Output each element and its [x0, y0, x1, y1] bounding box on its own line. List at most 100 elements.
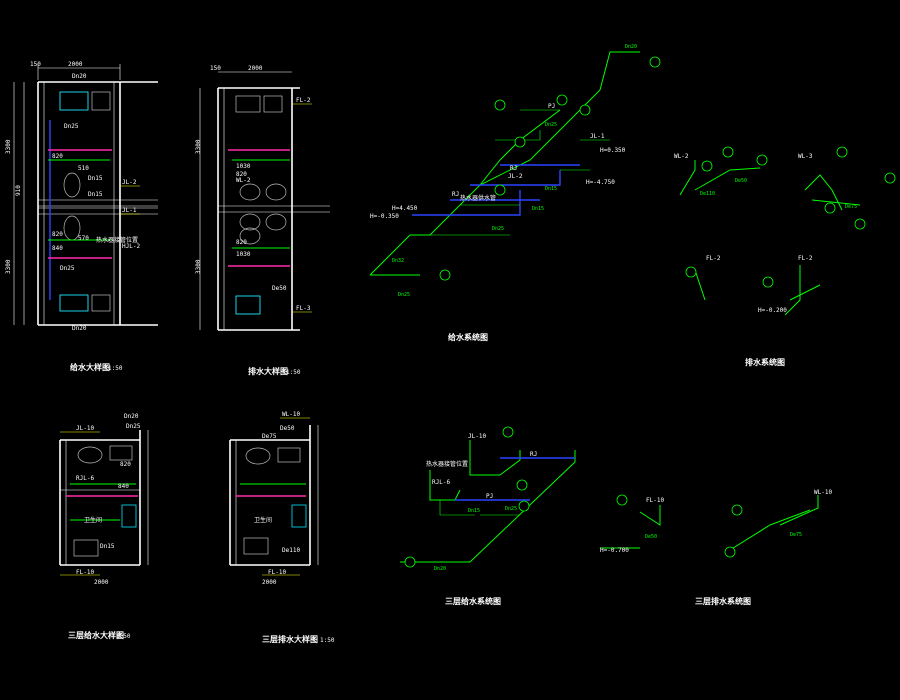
label-dn15-7: Dn15 — [468, 508, 480, 514]
label-dn25-a: Dn25 — [64, 123, 79, 130]
label-note-meter: 热水器接管位置 — [96, 236, 138, 244]
title-drain-detail: 排水大样图 — [248, 366, 288, 376]
label-hjl2: HJL-2 — [122, 243, 140, 250]
drain-system-isometric: WL-2 WL-3 FL-2 FL-2 H=-0.200 De50 De110 … — [674, 146, 896, 367]
plan-drain-detail: 2000 150 3300 3300 FL-2 FL-3 WL-2 1030 8… — [195, 65, 330, 376]
scale-f3-drain-detail: 1:50 — [320, 637, 335, 644]
label-de75-8: De75 — [790, 532, 802, 538]
label-jl10: JL-10 — [76, 425, 94, 432]
floor3-supply-system: JL-10 RJL-6 RJ PJ 热水器接管位置 Dn15 Dn25 Dn20… — [400, 426, 576, 606]
label-h0350: H=0.350 — [600, 147, 626, 154]
dim-3300-2: 3300 — [195, 139, 202, 154]
label-fl10-a: FL-10 — [76, 569, 94, 576]
scale-supply-detail: 1:50 — [108, 365, 123, 372]
dim-width-2: 2000 — [248, 65, 263, 72]
label-fl10-sys: FL-10 — [646, 497, 664, 504]
label-de50-8: De50 — [645, 534, 657, 540]
label-rj-7: RJ — [530, 451, 537, 458]
label-820-e: 820 — [120, 461, 131, 468]
label-rj-2: RJ — [510, 165, 517, 172]
label-dn20-sys: Dn20 — [625, 44, 637, 50]
label-820-b: 820 — [52, 231, 63, 238]
title-f3-drain-system: 三层排水系统图 — [695, 596, 751, 606]
label-dn15-b: Dn15 — [88, 191, 103, 198]
scale-f3-supply-detail: 1:50 — [116, 633, 131, 640]
label-820-a: 820 — [52, 153, 63, 160]
label-2000-5: 2000 — [94, 579, 109, 586]
title-supply-system: 给水系统图 — [448, 332, 488, 342]
dim-910: 910 — [15, 185, 22, 196]
label-dn15-5: Dn15 — [100, 543, 115, 550]
label-pj-7: PJ — [486, 493, 493, 500]
floor3-drain-system: FL-10 WL-10 H=-0.700 De50 De75 三层排水系统图 — [600, 489, 832, 606]
label-dn20-5: Dn20 — [124, 413, 139, 420]
label-h4750: H=-4.750 — [586, 179, 615, 186]
label-wl10-sys: WL-10 — [814, 489, 832, 496]
label-dn25-sys-3: Dn25 — [398, 292, 410, 298]
label-dn25-5: Dn25 — [126, 423, 141, 430]
label-jl1-sys: JL-1 — [590, 133, 605, 140]
floor3-drain-detail: WL-10 FL-10 De50 De75 卫生间 De110 2000 三层排… — [229, 411, 335, 644]
label-1030: 1030 — [236, 163, 251, 170]
label-h0350b: H=-0.350 — [370, 213, 399, 220]
label-jl10-sys: JL-10 — [468, 433, 486, 440]
label-840: 840 — [52, 245, 63, 252]
label-dn20-a: Dn20 — [72, 73, 87, 80]
label-rjl6-sys: RJL-6 — [432, 479, 450, 486]
plan-supply-detail: 2000 150 3300 3300 910 JL-2 JL-1 HJL-2 D… — [5, 61, 158, 372]
dim-3300: 3300 — [5, 139, 12, 154]
floor3-supply-detail: JL-10 FL-10 Dn20 Dn25 820 840 RJL-6 Dn15… — [59, 413, 149, 640]
label-jl1: JL-1 — [122, 207, 137, 214]
title-f3-supply-system: 三层给水系统图 — [445, 596, 501, 606]
label-note-7: 热水器接管位置 — [426, 460, 468, 468]
label-2000-6: 2000 — [262, 579, 277, 586]
label-570: 570 — [78, 235, 89, 242]
label-h0200: H=-0.200 — [758, 307, 787, 314]
label-room-6: 卫生间 — [254, 516, 272, 524]
title-supply-detail: 给水大样图 — [70, 362, 110, 372]
label-fl2-sys-a: FL-2 — [706, 255, 721, 262]
scale-drain-detail: 1:50 — [286, 369, 301, 376]
label-wl2-sys: WL-2 — [674, 153, 689, 160]
label-dn25-b: Dn25 — [60, 265, 75, 272]
label-dn15-a: Dn15 — [88, 175, 103, 182]
label-jl2-sys: JL-2 — [508, 173, 523, 180]
label-pipe-note: 热水器供水管 — [460, 194, 496, 202]
title-f3-drain-detail: 三层排水大样图 — [262, 634, 318, 644]
label-de50-a: De50 — [272, 285, 287, 292]
supply-system-isometric: JL-2 JL-1 H=0.350 H=-4.750 H=4.450 H=-0.… — [369, 44, 661, 342]
label-fl2: FL-2 — [296, 97, 311, 104]
label-dn25-sys-1: Dn25 — [545, 122, 557, 128]
label-de75-6: De75 — [262, 433, 277, 440]
label-820-c: 820 — [236, 171, 247, 178]
label-dn25-7: Dn25 — [505, 506, 517, 512]
label-jl2: JL-2 — [122, 179, 137, 186]
label-de50-sys: De50 — [735, 178, 747, 184]
title-drain-system: 排水系统图 — [745, 357, 785, 367]
label-de110-6: De110 — [282, 547, 300, 554]
dim-width: 2000 — [68, 61, 83, 68]
label-wl10: WL-10 — [282, 411, 300, 418]
label-de75-sys: De75 — [845, 204, 857, 210]
label-de110-sys: De110 — [700, 191, 715, 197]
label-510: 510 — [78, 165, 89, 172]
label-room-5: 卫生间 — [84, 516, 102, 524]
label-840-b: 840 — [118, 483, 129, 490]
label-1030-b: 1030 — [236, 251, 251, 258]
label-fl3: FL-3 — [296, 305, 311, 312]
dim-3300b: 3300 — [5, 259, 12, 274]
label-wl3-sys: WL-3 — [798, 153, 813, 160]
label-h0700: H=-0.700 — [600, 547, 629, 554]
label-fl2-sys-b: FL-2 — [798, 255, 813, 262]
label-fl10-b: FL-10 — [268, 569, 286, 576]
label-rjl6: RJL-6 — [76, 475, 94, 482]
label-de50-6: De50 — [280, 425, 295, 432]
label-820-d: 820 — [236, 239, 247, 246]
label-dn32-sys: Dn32 — [392, 258, 404, 264]
label-pj-1: PJ — [548, 103, 555, 110]
label-rj-1: RJ — [452, 191, 459, 198]
label-dn15-sys-1: Dn15 — [545, 186, 557, 192]
dim-150: 150 — [30, 61, 41, 68]
label-dn20-7: Dn20 — [434, 566, 446, 572]
